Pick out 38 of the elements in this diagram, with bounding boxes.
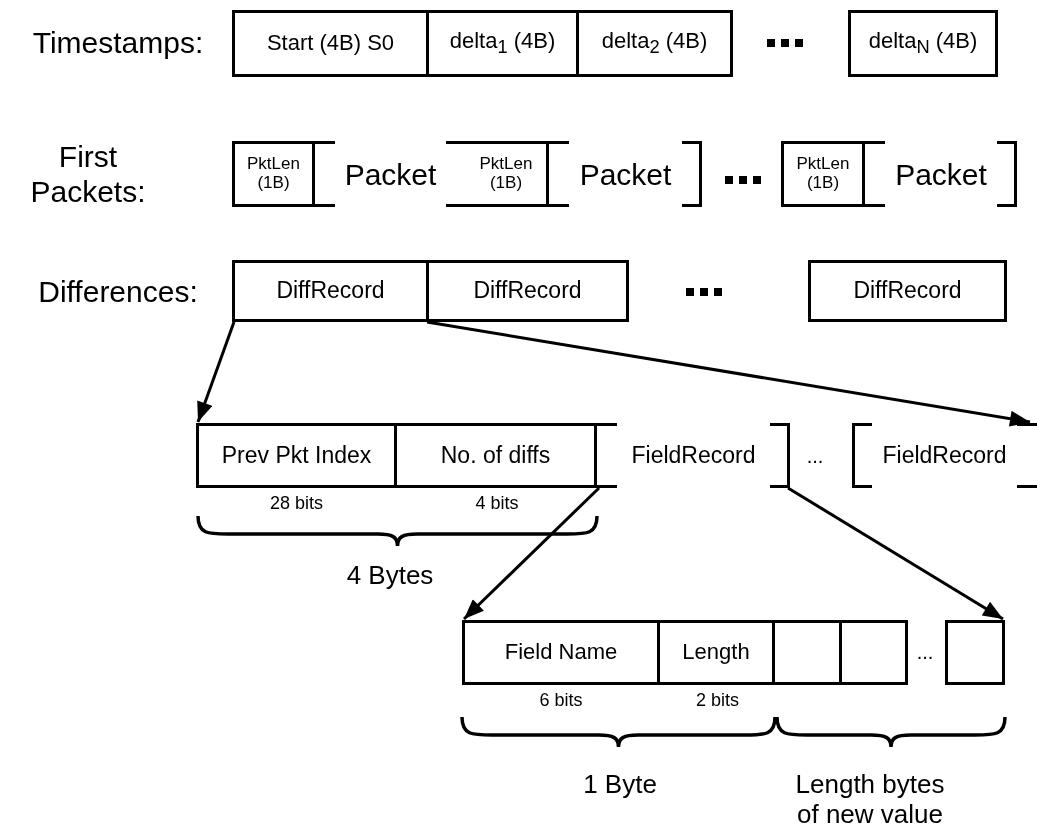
byte-count: 4 Bytes xyxy=(346,561,434,591)
byte-count: Length bytes of new value xyxy=(794,770,946,830)
field-cell: PktLen (1B) xyxy=(232,141,315,207)
empty-cell xyxy=(775,620,842,685)
arrow xyxy=(196,321,236,423)
field-cell: Packet xyxy=(549,141,702,207)
bit-width: 28 bits xyxy=(270,492,323,514)
field-cell: DiffRecord xyxy=(232,260,429,322)
field-cell: Length xyxy=(660,620,775,685)
row-label: Differences: xyxy=(38,274,198,310)
row-label: First Packets: xyxy=(29,139,147,209)
arrow xyxy=(426,320,1031,427)
byte-count: 1 Byte xyxy=(583,770,657,800)
field-cell: delta$_{2}$ (4B) xyxy=(579,10,733,77)
empty-cell xyxy=(945,620,1005,685)
field-cell: Start (4B) S0 xyxy=(232,10,429,77)
field-cell: Prev Pkt Index xyxy=(196,423,397,488)
empty-cell xyxy=(842,620,908,685)
row-label: Timestamps: xyxy=(32,25,204,61)
bit-width: 4 bits xyxy=(475,492,519,514)
field-cell: PktLen (1B) xyxy=(466,141,549,207)
arrow xyxy=(787,486,1004,621)
field-cell: FieldRecord xyxy=(852,423,1037,488)
field-cell: Packet xyxy=(865,141,1017,207)
field-cell: Packet xyxy=(315,141,466,207)
field-cell: DiffRecord xyxy=(429,260,629,322)
field-cell: delta$_{N}$ (4B) xyxy=(848,10,998,77)
field-cell: Field Name xyxy=(462,620,660,685)
field-cell: delta$_{1}$ (4B) xyxy=(429,10,579,77)
bit-width: 6 bits xyxy=(539,689,583,711)
arrow xyxy=(462,486,601,621)
ellipsis: ... xyxy=(806,444,824,468)
field-cell: FieldRecord xyxy=(597,423,790,488)
field-cell: PktLen (1B) xyxy=(781,141,865,207)
field-cell: No. of diffs xyxy=(397,423,597,488)
bit-width: 2 bits xyxy=(696,689,739,711)
ellipsis: ... xyxy=(916,640,934,664)
field-cell: DiffRecord xyxy=(808,260,1007,322)
